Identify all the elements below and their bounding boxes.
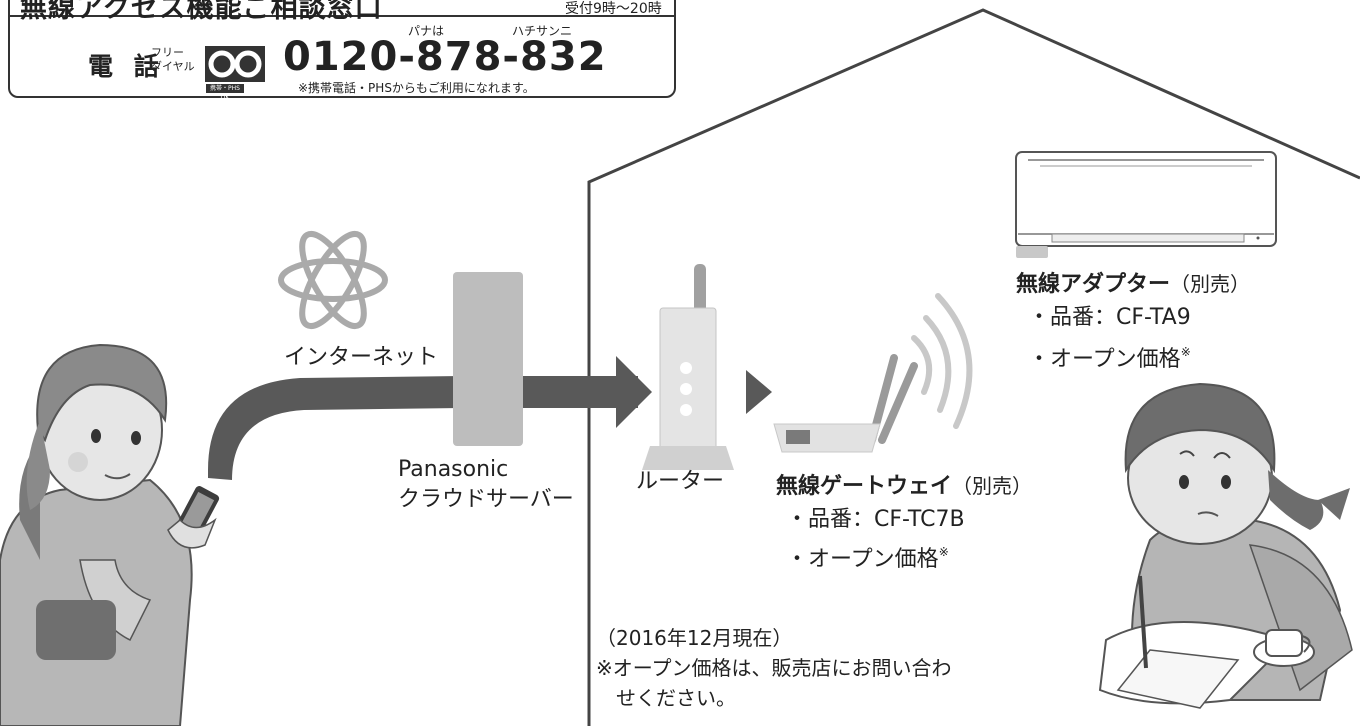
data-flow-arrowhead <box>616 356 652 428</box>
contact-title: 無線アクセス機能ご相談窓口 <box>20 0 383 24</box>
data-flow-arrow <box>208 376 462 480</box>
gateway-icon <box>773 354 918 453</box>
phone-reading-number: ハチサンニ <box>512 24 573 38</box>
gateway-price-text: ・オープン価格 <box>786 547 939 572</box>
adapter-title: 無線アダプター（別売） <box>1016 270 1250 299</box>
router-label: ルーター <box>636 469 725 494</box>
cloud-server-icon <box>453 272 523 446</box>
price-note-line2: せください。 <box>616 686 736 710</box>
phs-ok-badge: 携帯・PHS OK <box>206 84 244 101</box>
adapter-price-mark: ※ <box>1180 345 1191 359</box>
phone-label: 電 話 <box>88 52 165 81</box>
adapter-sold-separately: （別売） <box>1170 272 1251 296</box>
freedial-label-line1: フリー <box>151 46 184 59</box>
cloud-server-label-line2: クラウドサーバー <box>398 487 574 512</box>
freedial-label: フリー ダイヤル <box>151 46 203 74</box>
phone-reading-pana: パナは <box>408 24 445 38</box>
adapter-price-text: ・オープン価格 <box>1028 347 1181 372</box>
router-icon <box>642 264 734 470</box>
cloud-server-label-line1: Panasonic <box>398 457 509 482</box>
gateway-price: ・オープン価格※ <box>786 538 949 574</box>
adapter-price: ・オープン価格※ <box>1028 338 1191 374</box>
gateway-sold-separately: （別売） <box>952 474 1033 498</box>
gateway-model: ・品番：CF-TC7B <box>786 507 965 532</box>
internet-label: インターネット <box>284 345 439 370</box>
adapter-model: ・品番：CF-TA9 <box>1028 305 1191 330</box>
phone-note: ※携帯電話・PHSからもご利用になれます。 <box>298 81 535 95</box>
girl-studying-icon <box>1098 382 1353 709</box>
freedial-logo-icon <box>205 46 265 82</box>
air-conditioner-icon <box>1015 151 1277 258</box>
internet-atom-icon <box>278 230 388 330</box>
phone-number[interactable]: 0120-878-832 <box>283 34 607 80</box>
gateway-title: 無線ゲートウェイ（別売） <box>776 472 1032 501</box>
house-outline <box>587 8 1360 726</box>
price-note-line1: ※オープン価格は、販売店にお問い合わ <box>596 656 952 680</box>
date-note: （2016年12月現在） <box>596 626 793 650</box>
router-to-gateway-arrow <box>746 370 772 414</box>
header-divider <box>8 15 676 17</box>
adapter-name: 無線アダプター <box>1016 272 1171 297</box>
freedial-label-line2: ダイヤル <box>151 60 195 73</box>
wifi-waves-icon <box>911 293 973 429</box>
gateway-name: 無線ゲートウェイ <box>776 474 953 499</box>
reception-hours: 受付9時〜20時 <box>565 1 662 17</box>
woman-with-smartphone-icon <box>0 343 220 726</box>
gateway-price-mark: ※ <box>938 545 949 559</box>
